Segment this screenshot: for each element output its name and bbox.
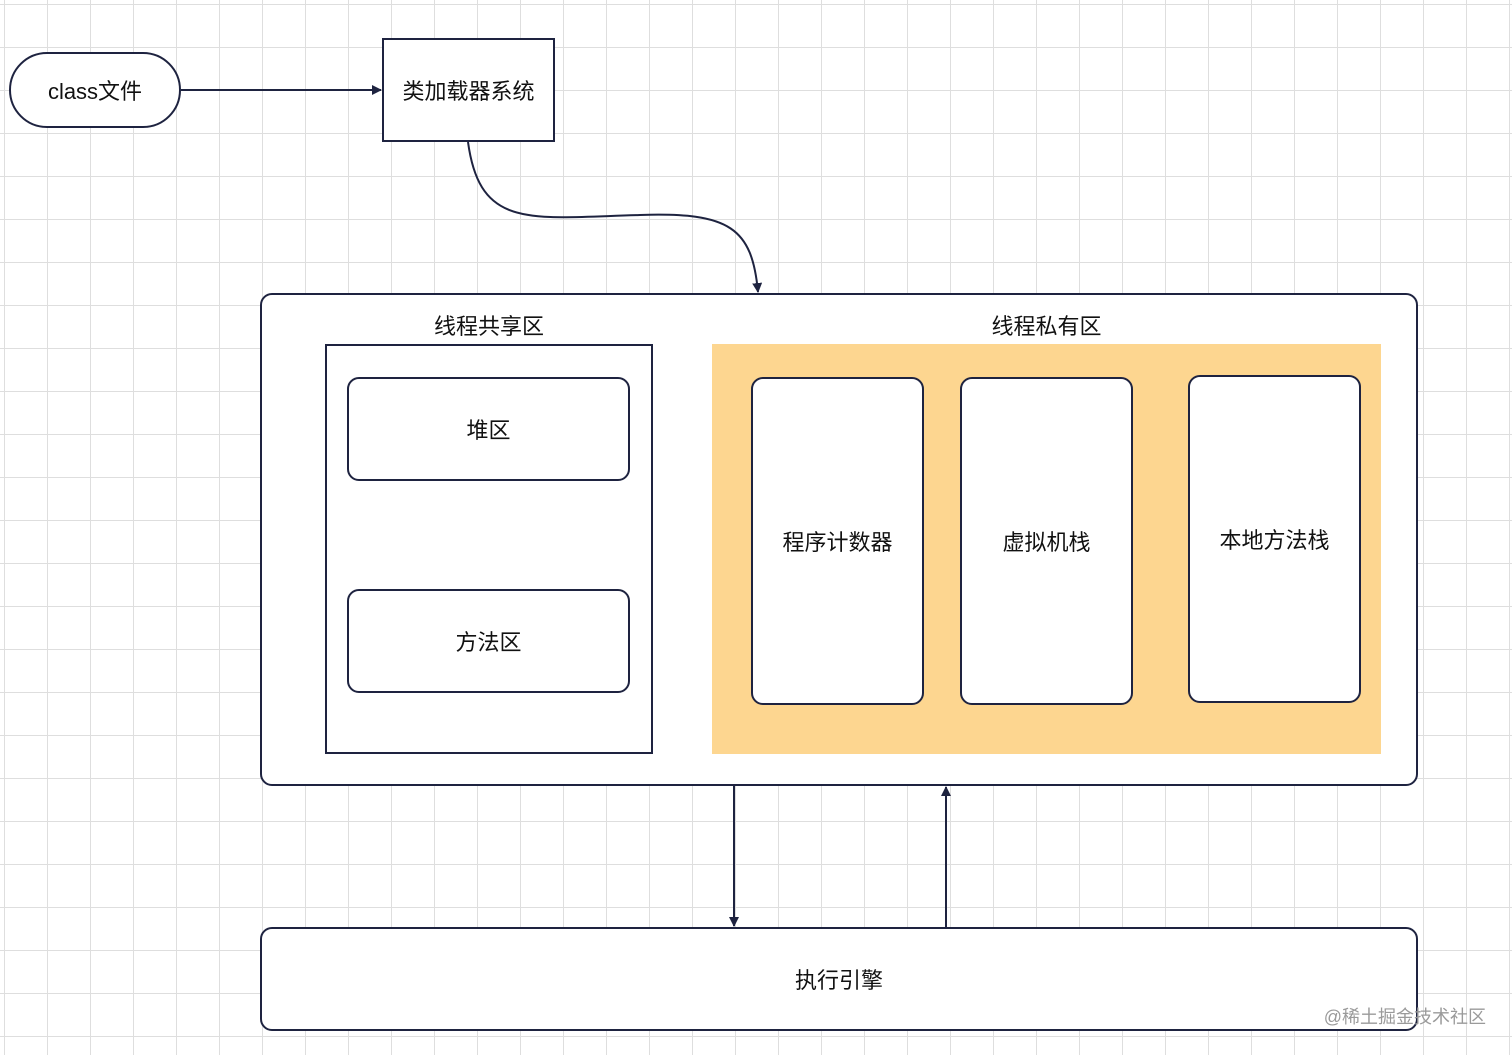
program-counter-label: 程序计数器 bbox=[782, 530, 893, 555]
edge-class-loader-to-runtime-data-area bbox=[467, 141, 763, 293]
heap-label: 堆区 bbox=[466, 418, 511, 443]
execution-engine-label: 执行引擎 bbox=[794, 968, 883, 993]
program-counter-node: 程序计数器 bbox=[751, 377, 924, 705]
class-file-node: class文件 bbox=[9, 52, 181, 128]
thread-private-area-title: 线程私有区 bbox=[991, 314, 1102, 339]
execution-engine-node: 执行引擎 bbox=[260, 927, 1418, 1031]
class-file-label: class文件 bbox=[47, 79, 143, 104]
heap-node: 堆区 bbox=[347, 377, 630, 481]
vm-stack-node: 虚拟机栈 bbox=[960, 377, 1133, 705]
method-area-label: 方法区 bbox=[455, 630, 522, 655]
class-loader-node: 类加载器系统 bbox=[382, 38, 555, 142]
native-method-stack-label: 本地方法栈 bbox=[1219, 528, 1330, 553]
native-method-stack-node: 本地方法栈 bbox=[1188, 375, 1361, 703]
vm-stack-label: 虚拟机栈 bbox=[1002, 530, 1091, 555]
class-loader-label: 类加载器系统 bbox=[402, 79, 535, 104]
method-area-node: 方法区 bbox=[347, 589, 630, 693]
watermark: @稀土掘金技术社区 bbox=[1323, 1007, 1486, 1027]
thread-shared-area-title: 线程共享区 bbox=[433, 314, 544, 339]
